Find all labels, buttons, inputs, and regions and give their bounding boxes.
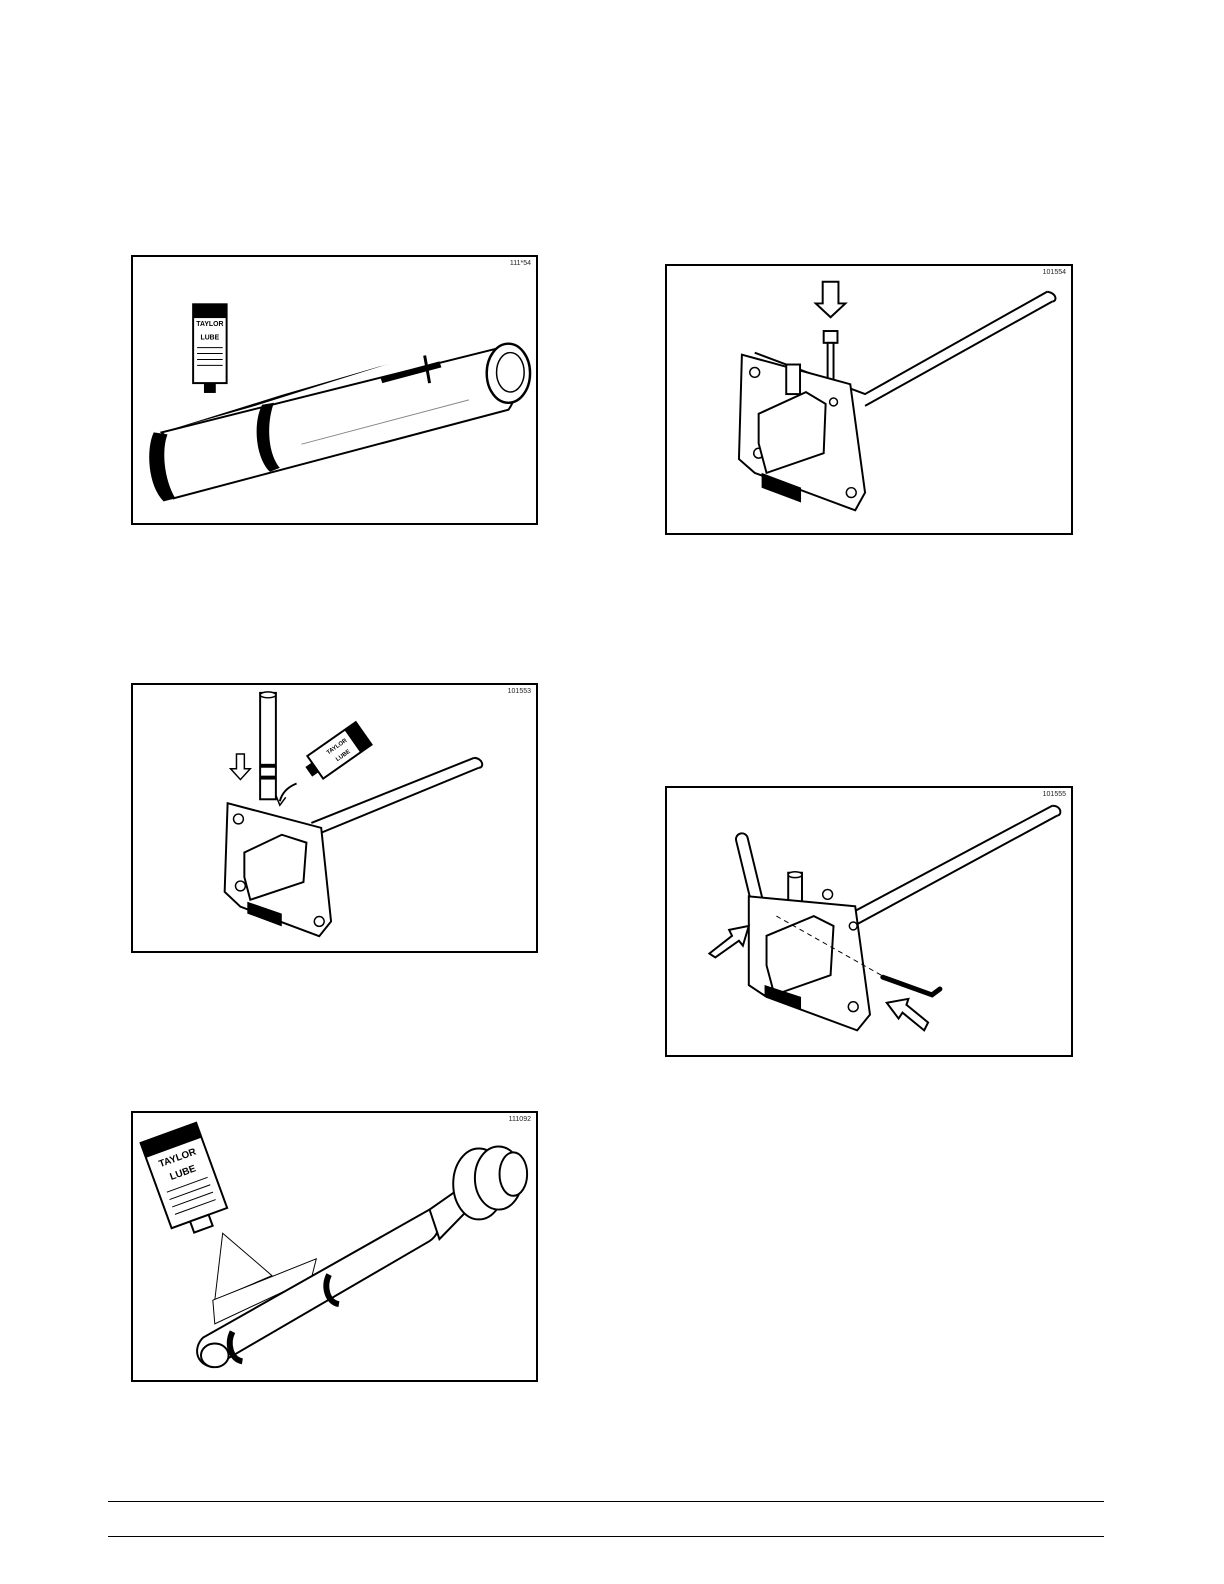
footer-rule-bottom bbox=[108, 1536, 1104, 1537]
figure-lube-cylinder: 111*54 TAYLOR LUBE bbox=[131, 255, 538, 525]
lube-tube-icon: TAYLOR LUBE bbox=[141, 1123, 232, 1240]
down-arrow-icon bbox=[231, 754, 251, 780]
lube-cylinder-illustration: TAYLOR LUBE bbox=[133, 257, 536, 523]
figure-lube-shaft: 111092 TAYLOR LUBE bbox=[131, 1111, 538, 1382]
arrow-icon bbox=[709, 926, 748, 958]
lube-shaft-illustration: TAYLOR LUBE bbox=[133, 1113, 536, 1380]
arrow-icon bbox=[887, 999, 928, 1031]
handle-pin-illustration bbox=[667, 788, 1071, 1055]
figure-handle-pin: 101555 bbox=[665, 786, 1073, 1057]
lube-tube-icon: TAYLOR LUBE bbox=[193, 304, 226, 393]
figure-pin-lube-block: 101553 TAYLOR LUBE bbox=[131, 683, 538, 953]
pin-lube-block-illustration: TAYLOR LUBE bbox=[133, 685, 536, 951]
figure-bolt-insertion: 101554 bbox=[665, 264, 1073, 535]
pin-icon bbox=[260, 692, 276, 799]
svg-text:TAYLOR: TAYLOR bbox=[196, 321, 223, 328]
bolt-insertion-illustration bbox=[667, 266, 1071, 533]
footer-rule-top bbox=[108, 1501, 1104, 1502]
down-arrow-icon bbox=[816, 282, 846, 317]
allen-wrench-icon bbox=[883, 977, 940, 995]
svg-text:LUBE: LUBE bbox=[201, 335, 220, 342]
lube-tube-icon: TAYLOR LUBE bbox=[301, 722, 372, 783]
